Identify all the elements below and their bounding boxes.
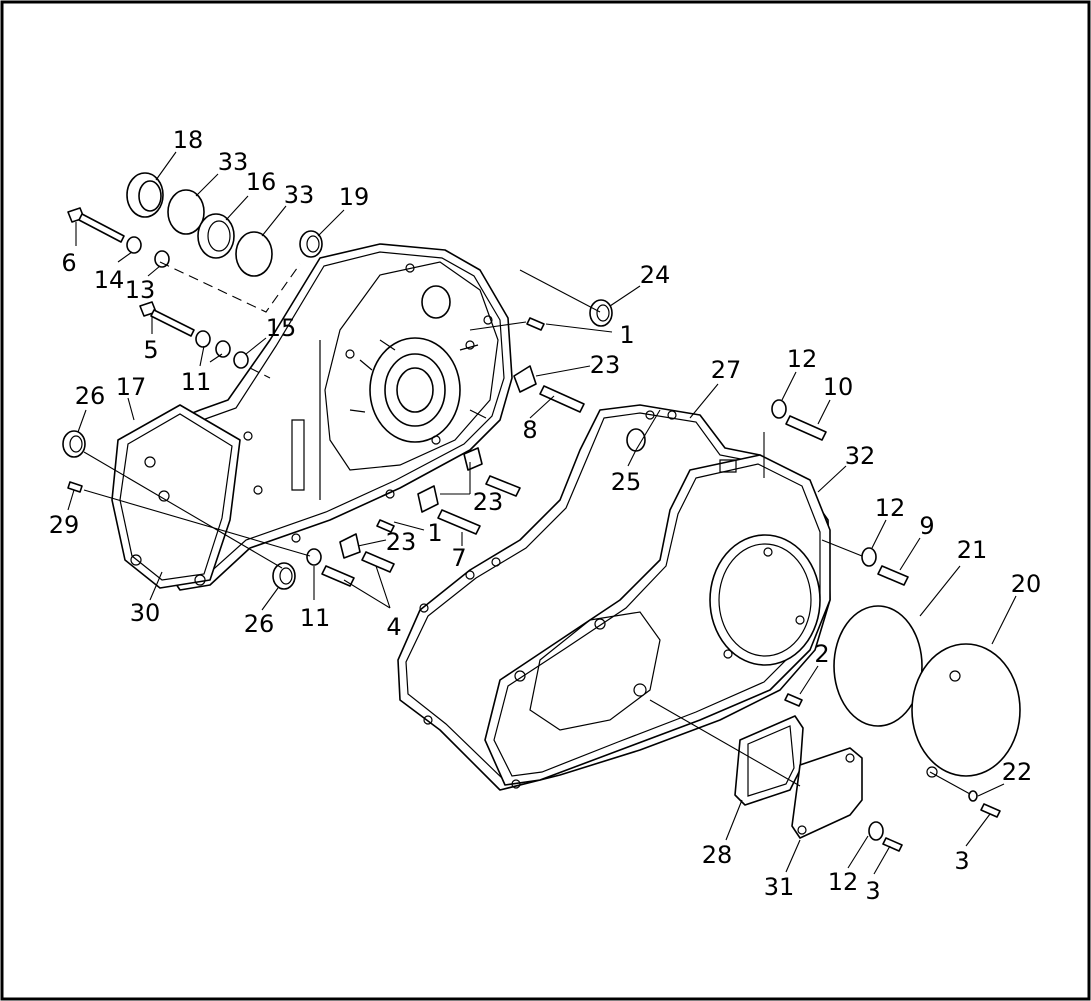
washer-11b — [215, 340, 231, 358]
callout-33a: 33 — [218, 148, 249, 176]
washer-12c — [868, 821, 884, 841]
callout-15: 15 — [266, 314, 297, 342]
callout-23a: 23 — [590, 351, 621, 379]
callout-23c: 23 — [386, 528, 417, 556]
callout-20: 20 — [1011, 570, 1042, 598]
callout-7: 7 — [451, 544, 466, 572]
callout-12b: 12 — [875, 494, 906, 522]
screw-3a — [980, 803, 1001, 818]
callout-16: 16 — [246, 168, 277, 196]
inspection-cover-gasket — [734, 715, 804, 806]
leader-lines — [67, 151, 1017, 875]
callout-12c: 12 — [828, 868, 859, 896]
callout-21: 21 — [957, 536, 988, 564]
callout-8: 8 — [522, 416, 537, 444]
screw-9 — [877, 565, 909, 586]
callout-29: 29 — [49, 511, 80, 539]
bolt-7 — [437, 509, 481, 535]
callout-3a: 3 — [954, 847, 969, 875]
needle-bearing-26b — [272, 562, 296, 590]
callout-11b: 11 — [300, 604, 331, 632]
bolt-5 — [139, 301, 195, 337]
dowel-pin-1b — [376, 519, 395, 533]
derby-opening — [709, 534, 821, 666]
callout-22: 22 — [1002, 758, 1033, 786]
screw-10 — [785, 415, 827, 441]
callout-27: 27 — [711, 356, 742, 384]
callout-11a: 11 — [181, 368, 212, 396]
callout-4: 4 — [386, 613, 401, 641]
washer-11c — [306, 548, 322, 566]
bolt-6 — [67, 207, 125, 243]
derby-cover — [911, 643, 1021, 778]
callout-3b: 3 — [865, 877, 880, 905]
callout-14: 14 — [94, 266, 125, 294]
lock-tab-23a — [513, 365, 537, 393]
washer-11a — [195, 330, 211, 348]
outer-primary-cover — [484, 454, 831, 789]
needle-bearing-26a — [62, 430, 86, 458]
callout-19: 19 — [339, 183, 370, 211]
callout-33b: 33 — [284, 181, 315, 209]
callout-1b: 1 — [427, 519, 442, 547]
callout-9: 9 — [919, 512, 934, 540]
callout-23b: 23 — [473, 488, 504, 516]
retaining-ring-33a — [167, 189, 205, 235]
callout-13: 13 — [125, 276, 156, 304]
callout-32: 32 — [845, 442, 876, 470]
callout-12a: 12 — [787, 345, 818, 373]
washer-15 — [233, 351, 249, 369]
callout-labels: 18 33 16 33 19 6 14 13 24 1 5 15 11 23 2… — [49, 126, 1042, 905]
retaining-ring-33b — [235, 231, 273, 277]
bearing-18 — [126, 172, 164, 218]
inspection-cover — [791, 747, 863, 839]
washer-13 — [154, 250, 170, 268]
callout-1a: 1 — [619, 321, 634, 349]
bolt-8b — [485, 475, 521, 497]
callout-31: 31 — [764, 873, 795, 901]
callout-24: 24 — [640, 261, 671, 289]
washer-12b — [861, 547, 877, 567]
washer-14 — [126, 236, 142, 254]
lock-tab-23d — [339, 533, 361, 559]
lock-tab-23b — [463, 447, 483, 471]
set-screw-2 — [784, 693, 803, 707]
callout-25: 25 — [611, 468, 642, 496]
fitting-29 — [67, 481, 83, 493]
bolt-8a — [539, 385, 585, 413]
callout-18: 18 — [173, 126, 204, 154]
seal-19 — [299, 230, 323, 258]
seal-24 — [589, 299, 613, 327]
derby-cover-gasket — [833, 605, 923, 727]
callout-26b: 26 — [244, 610, 275, 638]
dowel-pin-1a — [526, 317, 545, 331]
callout-10: 10 — [823, 373, 854, 401]
o-ring-22 — [968, 790, 978, 802]
callout-2: 2 — [814, 640, 829, 668]
callout-28: 28 — [702, 841, 733, 869]
callout-30: 30 — [130, 599, 161, 627]
callout-26a: 26 — [75, 382, 106, 410]
assembly-centerlines — [83, 261, 971, 795]
callout-17: 17 — [116, 373, 147, 401]
callout-5: 5 — [143, 336, 158, 364]
inner-housing-gasket — [111, 404, 241, 589]
screw-3b — [882, 837, 903, 852]
bearing-16 — [197, 213, 235, 259]
callout-6: 6 — [61, 249, 76, 277]
lock-tab-23c — [417, 485, 439, 513]
washer-12a — [771, 399, 787, 419]
